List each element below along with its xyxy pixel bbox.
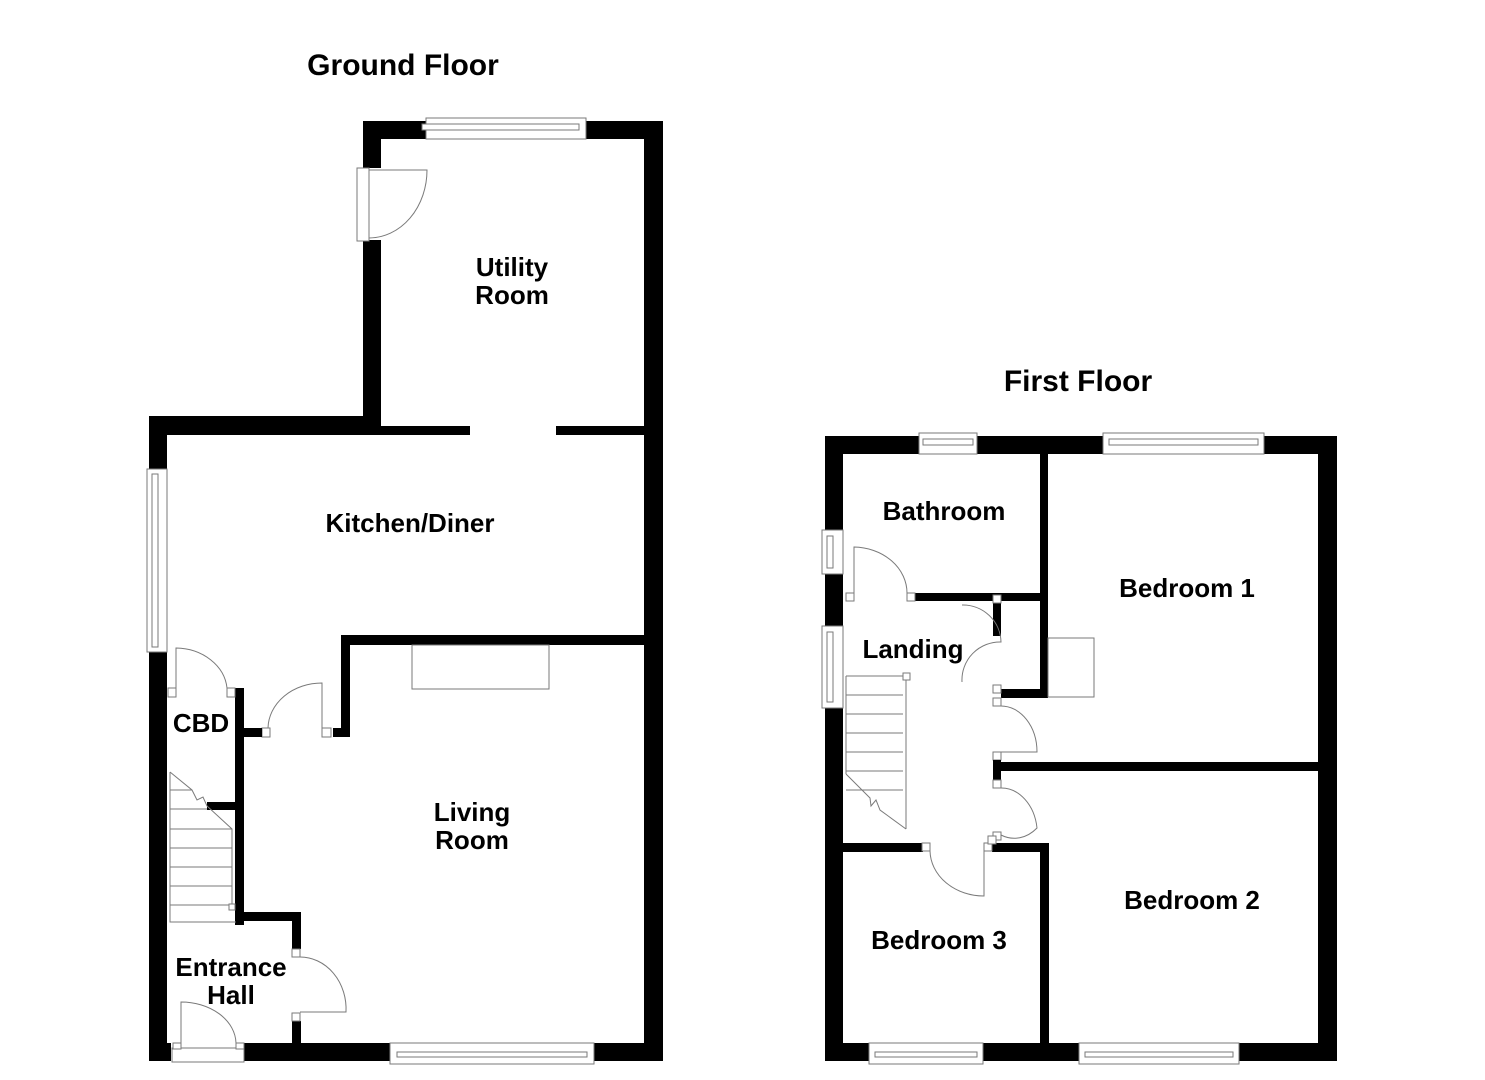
room-label-living-room: Living Room [434, 798, 511, 854]
room-label-bedroom-2: Bedroom 2 [1124, 885, 1260, 915]
door-cupboard [961, 604, 1002, 694]
first-floor-plan [821, 432, 1337, 1065]
door-bedroom3 [921, 835, 997, 897]
stairs-ground [169, 771, 236, 923]
door-bedroom2 [992, 779, 1038, 841]
room-label-cbd: CBD [172, 708, 230, 738]
ground-floor-title: Ground Floor [307, 49, 499, 82]
room-label-line: Living [433, 797, 511, 827]
window-bedroom2-bottom [1078, 1042, 1240, 1065]
door-bedroom1 [992, 697, 1038, 761]
room-label-line: Entrance [175, 952, 287, 982]
window-bedroom3-bottom [868, 1042, 984, 1065]
room-label-bathroom: Bathroom [882, 496, 1006, 526]
room-label-line: Room [435, 825, 509, 855]
window-bedroom1-top [1102, 432, 1265, 455]
ground-floor-plan [146, 117, 663, 1065]
stairs-first [845, 672, 911, 830]
room-label-line: Room [475, 280, 549, 310]
door-hall-living [291, 948, 347, 1022]
room-label-kitchen-diner: Kitchen/Diner [325, 508, 495, 538]
door-cbd [167, 647, 236, 698]
window-kitchen-left [146, 468, 168, 653]
first-floor-title: First Floor [1003, 365, 1153, 398]
window-bathroom-side [821, 529, 844, 575]
window-utility-top [421, 117, 587, 140]
door-front-entrance [171, 1001, 245, 1063]
window-landing-side [821, 625, 844, 709]
door-utility-side [356, 167, 428, 242]
window-living-bottom [389, 1042, 595, 1065]
door-bathroom [845, 546, 916, 602]
room-label-entrance-hall: Entrance Hall [175, 953, 286, 1009]
room-label-bedroom-1: Bedroom 1 [1119, 573, 1255, 603]
room-label-line: Utility [475, 252, 549, 282]
room-label-bedroom-3: Bedroom 3 [871, 925, 1007, 955]
room-label-line: Hall [207, 980, 255, 1010]
window-bathroom-top [918, 432, 978, 455]
room-label-utility: Utility Room [475, 253, 549, 309]
bedroom1-fixture [1047, 637, 1095, 698]
room-label-landing: Landing [862, 634, 964, 664]
door-living-room [261, 682, 332, 738]
fireplace [411, 644, 550, 690]
